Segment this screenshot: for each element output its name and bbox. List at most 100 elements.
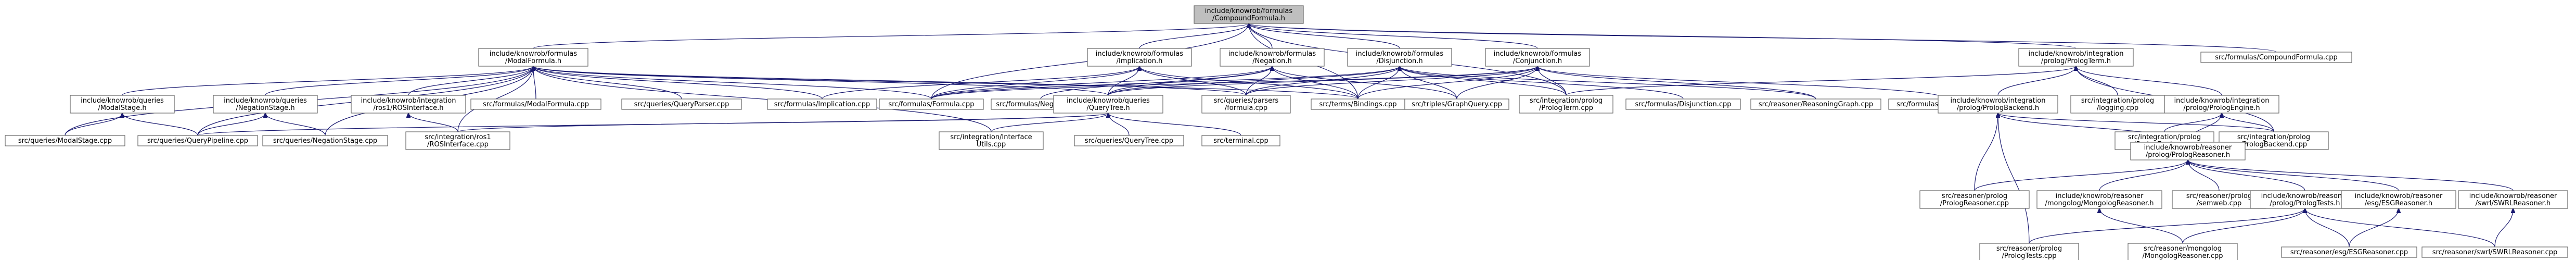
node-box (1053, 95, 1163, 114)
node-label: include/knowrob/integration (2029, 50, 2124, 58)
node-reasoninggraph-cpp[interactable]: src/reasoner/ReasoningGraph.cpp (1750, 98, 1881, 110)
node-label: /Implication.h (1117, 57, 1163, 65)
node-modal-h[interactable]: include/knowrob/formulas/ModalFormula.h (478, 48, 588, 67)
node-label: src/integration/prolog (2128, 133, 2201, 141)
node-terminal-cpp[interactable]: src/terminal.cpp (1201, 135, 1280, 146)
node-prologterm-h[interactable]: include/knowrob/integration/prolog/Prolo… (2018, 48, 2134, 67)
node-label: src/queries/QueryParser.cpp (634, 101, 729, 108)
node-label: /ros1/ROSInterface.h (374, 104, 444, 112)
edge-mongolog-h-to-prologreasoner-h (2099, 160, 2188, 191)
node-label: src/integration/prolog (2237, 133, 2310, 141)
node-box (351, 95, 466, 114)
edge-negstage-cpp-to-negstage-h (265, 113, 326, 136)
node-prologreasoner-h[interactable]: include/knowrob/reasoner/prolog/PrologRe… (2130, 142, 2246, 160)
node-prologtests-cpp[interactable]: src/reasoner/prolog/PrologTests.cpp (1979, 243, 2079, 260)
node-prologterm-cpp[interactable]: src/integration/prolog/PrologTerm.cpp (1519, 95, 1613, 114)
node-logging-cpp[interactable]: src/integration/prolog/logging.cpp (2070, 95, 2165, 114)
node-label: include/knowrob/queries (1067, 97, 1150, 105)
edge-logging-cpp-to-prologterm-h (2076, 66, 2118, 96)
node-label: /PrologTerm.cpp (1539, 104, 1593, 112)
node-box (2164, 95, 2279, 114)
node-label: include/knowrob/formulas (1096, 50, 1184, 58)
edge-querytree-h-to-neg-h (1108, 66, 1272, 96)
node-label: src/integration/Interface (950, 133, 1032, 141)
node-swrl-cpp[interactable]: src/reasoner/swrl/SWRLReasoner.cpp (2421, 246, 2568, 258)
node-label: include/knowrob/formulas (490, 50, 578, 58)
node-label: src/formulas/Disjunction.cpp (1635, 101, 1732, 108)
edge-rosif-h-to-modal-h (408, 66, 533, 96)
node-box (1938, 95, 2058, 114)
node-label: src/terminal.cpp (1213, 137, 1268, 145)
node-box (1919, 190, 2030, 209)
node-impl-cpp[interactable]: src/formulas/Implication.cpp (767, 98, 877, 110)
node-label: /prolog/PrologBackend.h (1957, 104, 2039, 112)
node-neg-h[interactable]: include/knowrob/formulas/Negation.h (1220, 48, 1325, 67)
node-rosif-h[interactable]: include/knowrob/integration/ros1/ROSInte… (351, 95, 466, 114)
edge-prologterm-h-to-root (1249, 23, 2077, 49)
node-label: /esg/ESGReasoner.h (2365, 200, 2432, 207)
node-label: src/reasoner/prolog (1942, 192, 2007, 200)
edge-compound-cpp-to-root (1249, 23, 2277, 53)
node-formula-cpp[interactable]: src/formulas/Formula.cpp (879, 98, 984, 110)
edge-bindings-cpp-to-disj-h (1357, 66, 1400, 100)
node-box (2421, 246, 2568, 258)
node-querytree-cpp[interactable]: src/queries/QueryTree.cpp (1074, 135, 1184, 146)
edge-prologtests-cpp-to-prologtests-h (2029, 208, 2305, 244)
node-root[interactable]: include/knowrob/formulas/CompoundFormula… (1194, 5, 1304, 24)
node-modalstage-cpp[interactable]: src/queries/ModalStage.cpp (5, 135, 125, 146)
node-prologbackend-h[interactable]: include/knowrob/integration/prolog/Prolo… (1938, 95, 2058, 114)
node-disj-h[interactable]: include/knowrob/formulas/Disjunction.h (1347, 48, 1452, 67)
node-modal-cpp[interactable]: src/formulas/ModalFormula.cpp (470, 98, 601, 110)
edge-querytree-h-to-disj-h (1108, 66, 1400, 96)
node-rosif-cpp[interactable]: src/integration/ros1/ROSInterface.cpp (405, 131, 510, 150)
node-label: include/knowrob/integration (1951, 97, 2046, 105)
edge-modal-h-to-root (533, 23, 1249, 49)
node-negstage-h[interactable]: include/knowrob/queries/NegationStage.h (213, 95, 318, 114)
edge-prologterm-cpp-to-prologterm-h (1566, 66, 2076, 96)
node-conj-h[interactable]: include/knowrob/formulas/Conjunction.h (1485, 48, 1590, 67)
edge-conj-h-to-root (1249, 23, 1538, 49)
node-label: Utils.cpp (977, 141, 1006, 148)
node-mongolog-h[interactable]: include/knowrob/reasoner/mongolog/Mongol… (2036, 190, 2162, 209)
node-label: /prolog/PrologReasoner.h (2146, 151, 2230, 159)
node-label: include/knowrob/formulas (1356, 50, 1444, 58)
edge-prologbackend-cpp-to-prologengine-h (2222, 113, 2274, 132)
edge-prologterm-cpp-to-disj-h (1400, 66, 1567, 96)
node-bindings-cpp[interactable]: src/terms/Bindings.cpp (1311, 98, 1405, 110)
node-swrl-h[interactable]: include/knowrob/reasoner/swrl/SWRLReason… (2458, 190, 2568, 209)
node-label: /swrl/SWRLReasoner.h (2476, 200, 2551, 207)
edge-modalstage-cpp-to-modalstage-h (65, 113, 122, 136)
edge-mongolog-cpp-to-mongolog-h (2099, 208, 2183, 244)
node-impl-h[interactable]: include/knowrob/formulas/Implication.h (1087, 48, 1192, 67)
node-pipeline-cpp[interactable]: src/queries/QueryPipeline.cpp (137, 135, 258, 146)
node-box (1979, 243, 2079, 260)
node-prologreasoner-cpp[interactable]: src/reasoner/prolog/PrologReasoner.cpp (1919, 190, 2030, 209)
node-disj-cpp[interactable]: src/formulas/Disjunction.cpp (1625, 98, 1741, 110)
node-negstage-cpp[interactable]: src/queries/NegationStage.cpp (262, 135, 388, 146)
edge-formula-cpp-to-neg-h (931, 66, 1272, 100)
node-esg-cpp[interactable]: src/reasoner/esg/ESGReasoner.cpp (2281, 246, 2417, 258)
node-querytree-h[interactable]: include/knowrob/queries/QueryTree.h (1053, 95, 1163, 114)
node-graphquery-cpp[interactable]: src/triples/GraphQuery.cpp (1404, 98, 1509, 110)
node-mongolog-cpp[interactable]: src/reasoner/mongolog/MongologReasoner.c… (2128, 243, 2238, 260)
node-label: /logging.cpp (2097, 104, 2138, 112)
node-label: /semweb.cpp (2197, 200, 2241, 207)
edge-esg-cpp-to-esg-h (2349, 208, 2399, 247)
edge-prologbackend-h-to-prologterm-h (1997, 66, 2076, 96)
node-label: /prolog/PrologTerm.h (2041, 57, 2111, 65)
node-esg-h[interactable]: include/knowrob/reasoner/esg/ESGReasoner… (2341, 190, 2456, 209)
node-prologengine-h[interactable]: include/knowrob/integration/prolog/Prolo… (2164, 95, 2279, 114)
node-label: src/queries/QueryTree.cpp (1085, 137, 1173, 145)
node-parsers-formula-cpp[interactable]: src/queries/parsers/formula.cpp (1201, 95, 1291, 114)
edge-pipeline-cpp-to-negstage-h (197, 113, 265, 136)
node-label: include/knowrob/queries (224, 97, 307, 105)
node-label: include/knowrob/formulas (1494, 50, 1582, 58)
node-box (5, 135, 125, 146)
node-qparser-cpp[interactable]: src/queries/QueryParser.cpp (621, 98, 742, 110)
edge-conj-cpp-to-conj-h (1537, 66, 1946, 100)
node-modalstage-h[interactable]: include/knowrob/queries/ModalStage.h (70, 95, 175, 114)
edge-graphquery-cpp-to-conj-h (1456, 66, 1537, 100)
node-box (1404, 98, 1509, 110)
node-compound-cpp[interactable]: src/formulas/CompoundFormula.cpp (2200, 52, 2352, 63)
